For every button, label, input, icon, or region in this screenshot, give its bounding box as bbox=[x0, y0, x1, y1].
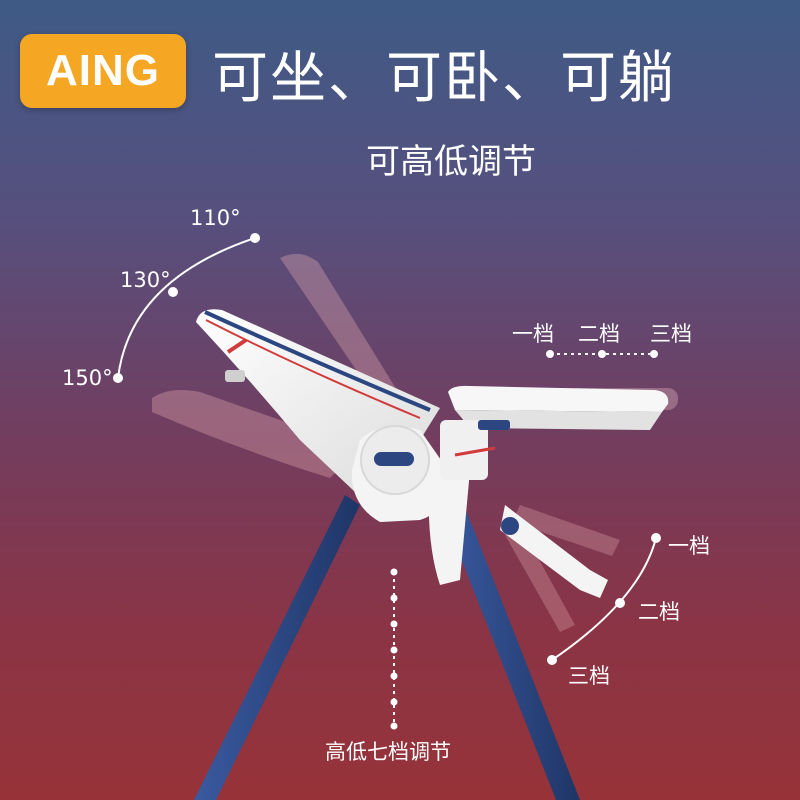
footrest-angle-arc bbox=[547, 533, 661, 665]
chair-legs bbox=[194, 495, 580, 800]
recline-angle-label: 110° bbox=[190, 206, 241, 230]
brand-logo: AING bbox=[20, 34, 186, 108]
footrest-position-label: 三档 bbox=[568, 664, 610, 688]
tray-position-label: 二档 bbox=[578, 322, 620, 346]
recline-angle-label: 130° bbox=[120, 268, 171, 292]
footrest-position-label: 二档 bbox=[638, 600, 680, 624]
tray-position-label: 一档 bbox=[512, 322, 554, 346]
ghost-backrest-110 bbox=[280, 253, 398, 402]
ghost-footrest bbox=[505, 505, 620, 632]
chair-footrest bbox=[500, 505, 608, 598]
subheadline: 可高低调节 bbox=[366, 142, 536, 182]
recline-angle-arc bbox=[113, 233, 260, 383]
height-scale bbox=[390, 568, 398, 730]
tray-position-label: 三档 bbox=[650, 322, 692, 346]
headline: 可坐、可卧、可躺 bbox=[212, 46, 676, 111]
hinge-housing bbox=[351, 425, 470, 585]
brand-logo-text: AING bbox=[46, 46, 160, 95]
footrest-position-label: 一档 bbox=[668, 534, 710, 558]
ghost-backrest-150 bbox=[152, 390, 360, 478]
tray-adjust-line bbox=[546, 350, 658, 358]
recline-angle-label: 150° bbox=[62, 366, 113, 390]
height-adjust-label: 高低七档调节 bbox=[325, 740, 451, 764]
chair-tray bbox=[440, 385, 669, 480]
